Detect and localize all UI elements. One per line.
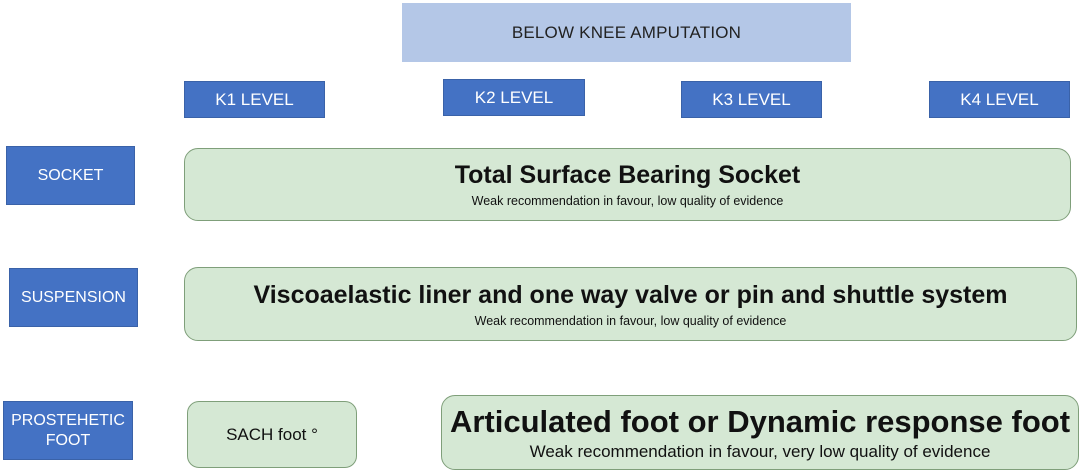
row-label-foot-line1: PROSTEHETIC bbox=[11, 411, 125, 429]
suspension-recommendation-box: Viscoaelastic liner and one way valve or… bbox=[184, 267, 1077, 341]
sach-foot-text: SACH foot ° bbox=[226, 424, 318, 444]
row-label-suspension-text: SUSPENSION bbox=[21, 288, 126, 306]
row-label-socket: SOCKET bbox=[6, 146, 135, 205]
suspension-recommendation-title: Viscoaelastic liner and one way valve or… bbox=[253, 280, 1008, 309]
foot-evidence-text: Weak recommendation in favour, very low … bbox=[529, 441, 991, 461]
diagram-title: BELOW KNEE AMPUTATION bbox=[402, 3, 851, 62]
row-label-suspension: SUSPENSION bbox=[9, 268, 138, 327]
level-k1: K1 LEVEL bbox=[184, 81, 325, 118]
diagram-title-text: BELOW KNEE AMPUTATION bbox=[511, 22, 742, 42]
socket-evidence-text: Weak recommendation in favour, low quali… bbox=[471, 194, 784, 208]
socket-recommendation-title: Total Surface Bearing Socket bbox=[454, 161, 801, 189]
row-label-prosthetic-foot: PROSTEHETIC FOOT bbox=[3, 401, 133, 460]
sach-foot-box: SACH foot ° bbox=[187, 401, 357, 468]
level-k4-label: K4 LEVEL bbox=[960, 89, 1039, 109]
suspension-evidence-text: Weak recommendation in favour, low quali… bbox=[474, 313, 787, 328]
foot-recommendation-title: Articulated foot or Dynamic response foo… bbox=[449, 403, 1071, 439]
level-k1-label: K1 LEVEL bbox=[215, 89, 294, 109]
level-k4: K4 LEVEL bbox=[929, 81, 1070, 118]
level-k2: K2 LEVEL bbox=[443, 79, 585, 116]
level-k2-label: K2 LEVEL bbox=[474, 87, 554, 107]
socket-recommendation-box: Total Surface Bearing Socket Weak recomm… bbox=[184, 148, 1071, 221]
level-k3: K3 LEVEL bbox=[681, 81, 822, 118]
level-k3-label: K3 LEVEL bbox=[712, 89, 791, 109]
row-label-foot-line2: FOOT bbox=[45, 431, 91, 449]
foot-recommendation-box: Articulated foot or Dynamic response foo… bbox=[441, 395, 1079, 470]
row-label-socket-text: SOCKET bbox=[37, 166, 104, 184]
